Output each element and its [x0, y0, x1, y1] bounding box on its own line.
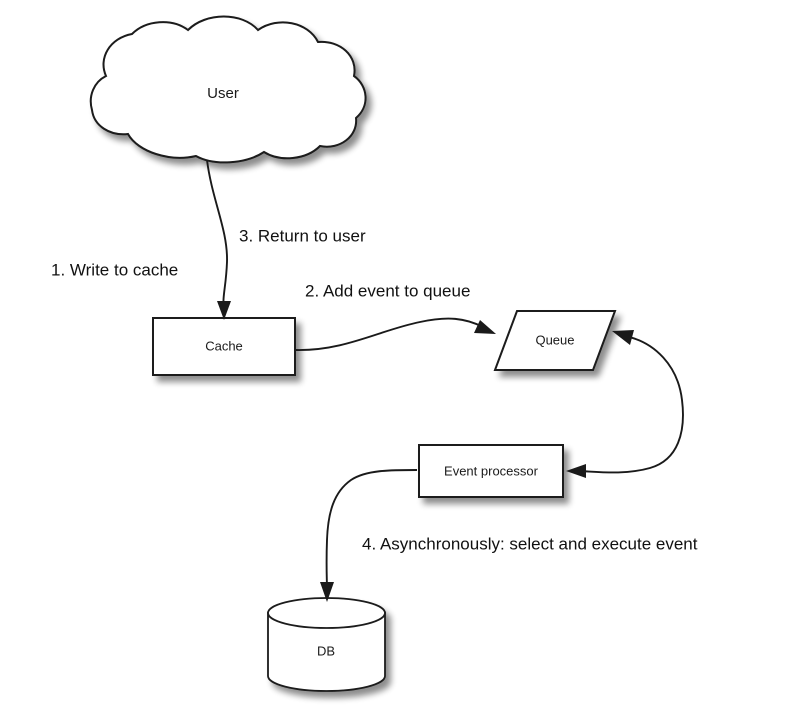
edge-user-to-cache-line — [206, 159, 228, 311]
edge-cache-to-queue — [295, 317, 496, 351]
node-user[interactable] — [89, 15, 367, 164]
cache-shape — [152, 317, 296, 376]
db-cylinder-top — [267, 597, 386, 629]
step-label-4: 4. Asynchronously: select and execute ev… — [362, 534, 698, 553]
step-label-3: 3. Return to user — [239, 226, 366, 245]
step-label-1: 1. Write to cache — [51, 260, 178, 279]
cloud-shape — [89, 15, 367, 164]
db-cylinder-body — [267, 612, 386, 692]
edge-queue-arrowhead — [612, 330, 634, 345]
edge-event-processor-to-db-line — [325, 469, 418, 591]
edge-event-processor-to-db — [320, 469, 418, 602]
step-label-2: 2. Add event to queue — [305, 281, 470, 300]
node-db[interactable] — [267, 597, 386, 692]
edge-event-processor-to-db-arrowhead — [320, 582, 334, 602]
node-event-processor-label: Event processor — [444, 463, 539, 478]
event-processor-shape — [418, 444, 564, 498]
node-db-label: DB — [317, 643, 335, 658]
edge-user-to-cache — [206, 159, 231, 320]
edge-queue-to-event-processor-line — [579, 335, 684, 474]
node-event-processor[interactable] — [418, 444, 564, 498]
queue-shape — [493, 310, 617, 371]
node-cache[interactable] — [152, 317, 296, 376]
edge-event-processor-arrowhead — [566, 464, 586, 478]
edge-user-to-cache-arrowhead — [217, 301, 231, 320]
node-queue-label: Queue — [535, 332, 574, 347]
node-cache-label: Cache — [205, 338, 243, 353]
edge-cache-to-queue-arrowhead — [474, 320, 496, 334]
node-queue[interactable] — [493, 310, 617, 371]
edge-queue-to-event-processor — [566, 330, 684, 478]
node-user-label: User — [207, 85, 239, 102]
edge-cache-to-queue-line — [295, 317, 484, 351]
